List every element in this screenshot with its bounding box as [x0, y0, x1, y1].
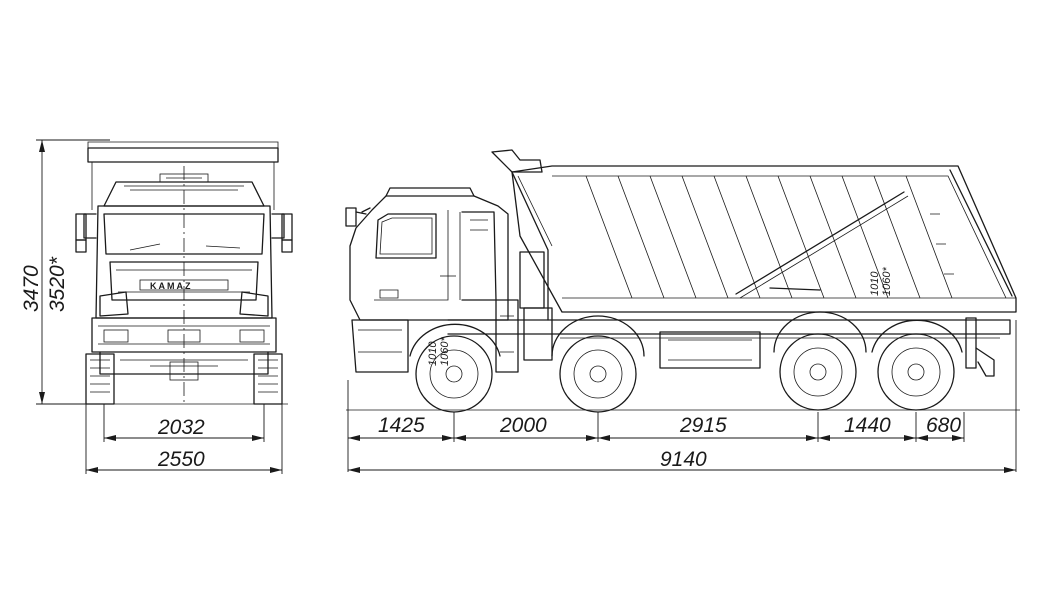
wheelbase-1-label: 2000 [499, 414, 547, 437]
wheel-axle-4 [877, 333, 955, 411]
cab-height-label-1: 1010 [427, 341, 439, 366]
cab-height-label-2: 1060* [439, 337, 451, 366]
wheel-axle-3 [779, 333, 857, 411]
track-width-label: 2032 [157, 416, 205, 439]
body-height-label-2: 1060* [881, 267, 893, 296]
side-view: 1010 1060* 1010 1060* [345, 149, 1020, 413]
rear-overhang-label: 680 [926, 414, 961, 437]
wheelbase-3-label: 1440 [844, 414, 891, 437]
wheelbase-2-label: 2915 [679, 414, 727, 437]
wheel-axle-2 [559, 335, 637, 413]
front-height-dimension: 3470 3520* [20, 139, 110, 405]
overall-height-label: 3470 [20, 265, 43, 312]
overall-height-alt-label: 3520* [46, 256, 69, 312]
side-length-dimensions: 1425 2000 2915 1440 680 9140 [347, 320, 1017, 473]
brand-label: KAMAZ [150, 281, 193, 291]
front-overhang-label: 1425 [378, 414, 425, 437]
overall-length-label: 9140 [660, 448, 707, 471]
front-width-dimensions: 2032 2550 [85, 404, 283, 474]
overall-width-label: 2550 [157, 448, 205, 471]
body-height-label-1: 1010 [869, 271, 881, 296]
front-view: KAMAZ [75, 141, 293, 405]
